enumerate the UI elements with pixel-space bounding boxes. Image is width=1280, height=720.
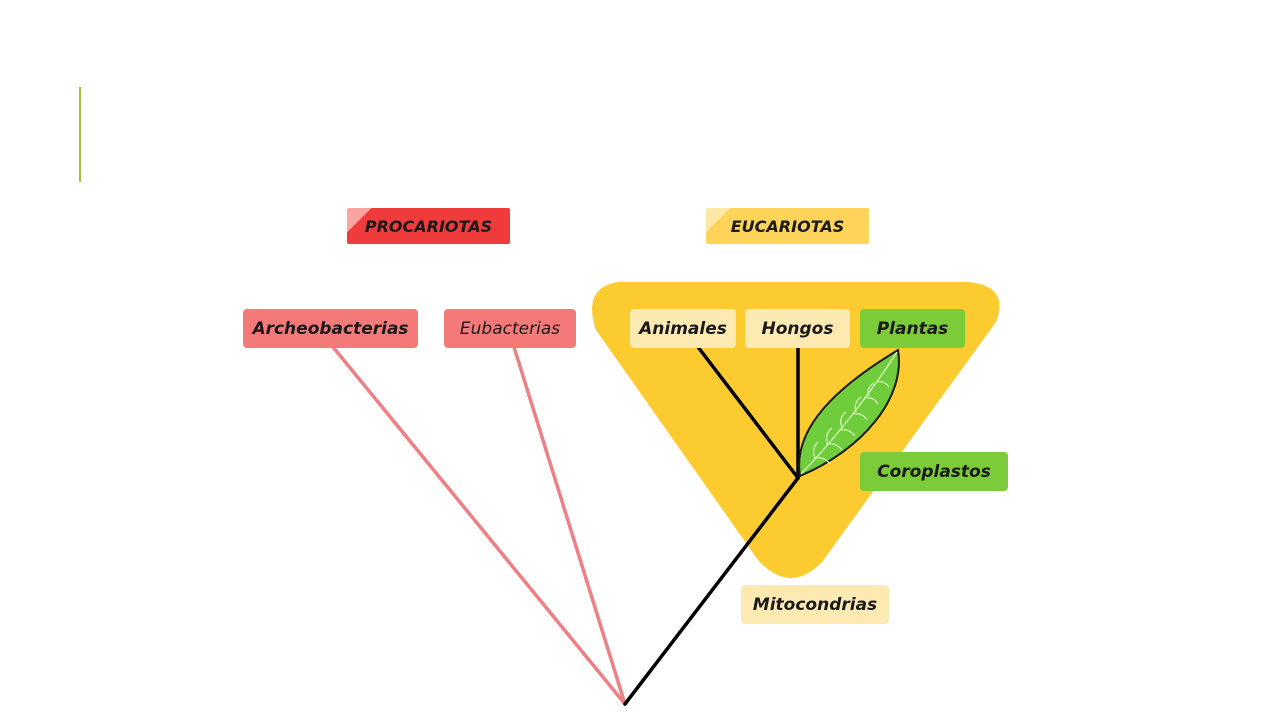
- branch-archeobacterias: [331, 345, 627, 706]
- node-animales: Animales: [630, 309, 736, 348]
- accent-bar: [79, 87, 81, 182]
- branch-animales: [696, 345, 800, 480]
- node-plantas: Plantas: [860, 309, 965, 348]
- leaf-icon: [798, 348, 900, 478]
- node-eubacterias: Eubacterias: [444, 309, 576, 348]
- eucariotas-header: EUCARIOTAS: [706, 208, 869, 244]
- node-hongos: Hongos: [745, 309, 850, 348]
- branch-eukaryote-trunk: [623, 476, 800, 706]
- node-coroplastos: Coroplastos: [860, 452, 1008, 491]
- branch-eubacterias: [512, 345, 627, 706]
- procariotas-header: PROCARIOTAS: [347, 208, 510, 244]
- node-mitocondrias: Mitocondrias: [741, 585, 889, 624]
- node-archeobacterias: Archeobacterias: [243, 309, 418, 348]
